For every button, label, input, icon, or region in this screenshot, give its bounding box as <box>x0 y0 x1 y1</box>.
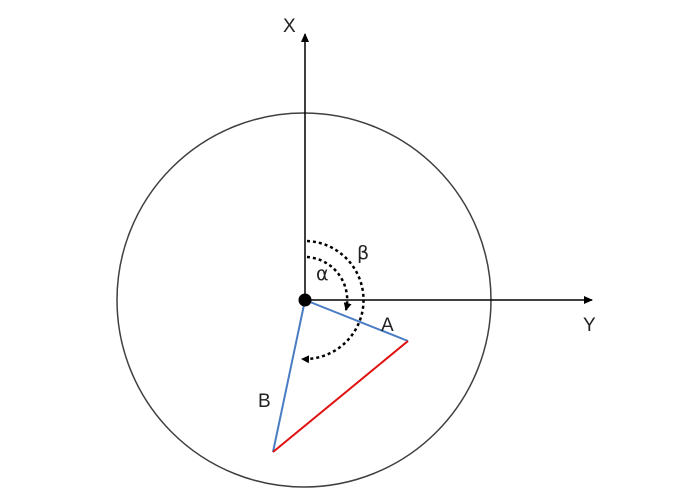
y-axis-label: Y <box>583 315 596 336</box>
origin-point <box>298 293 312 307</box>
segment-a-label: A <box>381 315 394 336</box>
segment-a <box>304 299 409 342</box>
alpha-arc <box>306 255 352 311</box>
alpha-label: α <box>316 263 329 285</box>
chord-segment <box>272 340 409 453</box>
beta-arc <box>301 239 365 364</box>
segment-b-label: B <box>258 391 271 412</box>
segment-b <box>272 299 306 453</box>
beta-label: β <box>357 242 369 264</box>
x-axis-label: X <box>283 16 296 37</box>
